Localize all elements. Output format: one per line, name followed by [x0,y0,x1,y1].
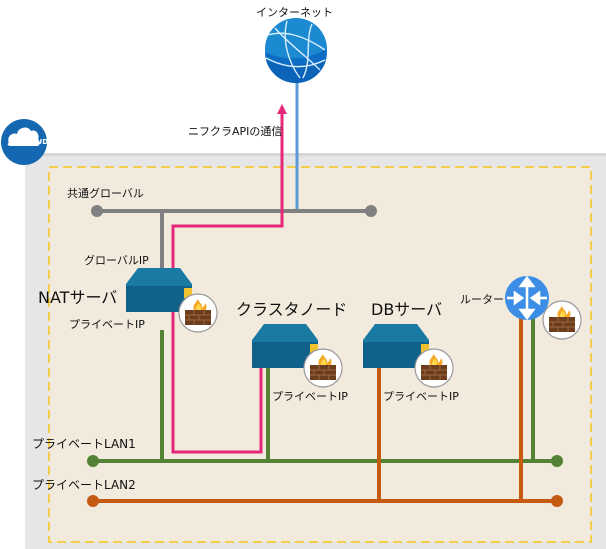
cluster-node-label: クラスタノード [236,300,348,319]
nat-firewall-icon [178,293,218,333]
db-firewall-icon [414,348,454,388]
cluster-firewall-icon [303,348,343,388]
lan1-endpoint-right [551,455,563,467]
api-path-line [171,112,284,454]
lan1-endpoint-left [87,455,99,467]
nifcloud-logo-text: NIFCLOUD [8,138,49,146]
db-server-label: DBサーバ [371,300,443,319]
db-private-ip-label: プライベートIP [383,390,459,403]
nat-global-ip-label: グローバルIP [84,254,149,267]
shared-global-endpoint-right [365,205,377,217]
cluster-private-ip-label: プライベートIP [272,390,348,403]
lan2-label: プライベートLAN2 [32,478,136,492]
globe-icon [265,18,327,84]
lan2-endpoint-right [551,495,563,507]
shared-global-label: 共通グローバル [67,187,144,200]
nat-private-ip-label: プライベートIP [69,318,145,331]
internet-label: インターネット [256,6,333,19]
nat-server-label: NATサーバ [38,288,118,307]
router-icon [505,275,549,321]
lan1-label: プライベートLAN1 [32,437,136,451]
cloud-panel-top-edge [25,153,606,156]
arrow-up-icon [277,104,287,114]
api-path-label: ニフクラAPIの通信 [188,125,283,138]
router-label: ルーター [460,293,504,306]
lan2-endpoint-left [87,495,99,507]
nifcloud-logo-icon [1,119,47,165]
router-firewall-icon [542,300,582,340]
shared-global-endpoint-left [91,205,103,217]
